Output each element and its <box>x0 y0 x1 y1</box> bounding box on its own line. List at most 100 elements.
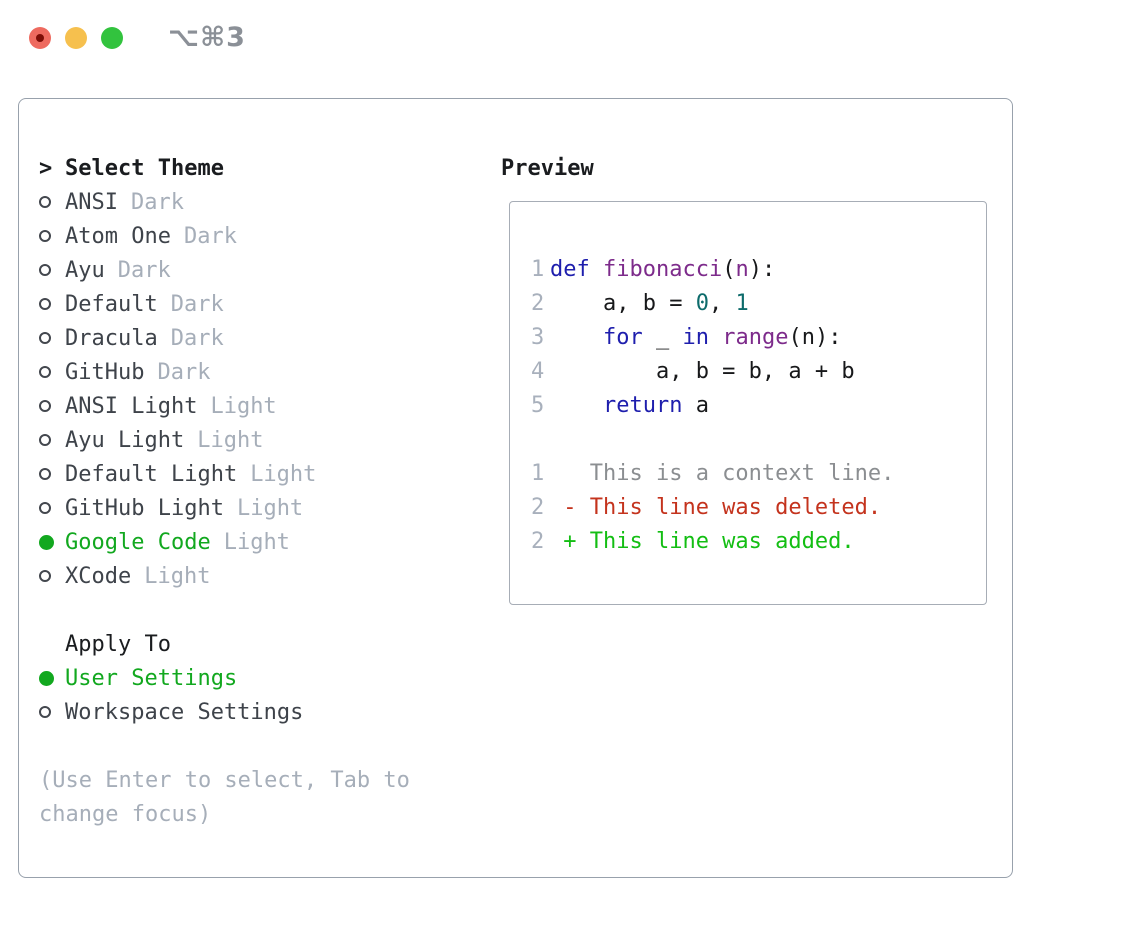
apply-option[interactable]: User Settings <box>39 661 410 695</box>
radio-ring-icon <box>39 196 51 208</box>
theme-variant: Light <box>236 495 304 521</box>
minimize-button[interactable] <box>65 27 87 49</box>
selected-radio-icon <box>39 670 65 686</box>
list-gap <box>39 593 410 627</box>
list-gap <box>39 729 410 763</box>
diff-line-context: 1 This is a context line. <box>531 456 986 490</box>
help-text-line: change focus) <box>39 801 212 827</box>
titlebar: ⌥⌘3 <box>0 0 1140 76</box>
code-token: , <box>708 290 736 316</box>
theme-variant: Dark <box>157 359 211 385</box>
code-token: 1 <box>735 290 749 316</box>
theme-variant: Light <box>197 427 264 453</box>
code-token: ( <box>722 256 736 282</box>
theme-variant: Light <box>250 461 317 487</box>
theme-variant: Light <box>144 563 211 589</box>
line-number: 2 <box>531 290 545 316</box>
apply-option[interactable]: Workspace Settings <box>39 695 410 729</box>
code-token: a <box>682 392 709 418</box>
theme-variant: Dark <box>170 325 224 351</box>
apply-to-header: Apply To <box>39 627 410 661</box>
code-text: return a <box>550 393 709 418</box>
code-line: 2 a, b = 0, 1 <box>531 286 986 320</box>
zoom-button[interactable] <box>101 27 123 49</box>
radio-icon <box>39 196 65 208</box>
code-token: return <box>602 392 683 418</box>
code-token: a, b = b, a + b <box>550 358 855 384</box>
radio-icon <box>39 298 65 310</box>
theme-list-title: Select Theme <box>65 155 224 181</box>
apply-to-label: Apply To <box>65 631 171 657</box>
theme-variant: Light <box>223 529 290 555</box>
close-button[interactable] <box>29 27 51 49</box>
code-line: 5 return a <box>531 388 986 422</box>
radio-dot-icon <box>39 670 54 686</box>
code-token: ): <box>748 256 776 282</box>
theme-option[interactable]: Dracula Dark <box>39 321 410 355</box>
line-number: 5 <box>531 392 545 418</box>
theme-name: Atom One <box>65 223 171 249</box>
theme-name: Dracula <box>65 325 158 351</box>
preview-title: Preview <box>501 155 594 181</box>
radio-ring-icon <box>39 230 51 242</box>
radio-ring-icon <box>39 366 51 378</box>
radio-ring-icon <box>39 264 51 276</box>
help-text: (Use Enter to select, Tab to <box>39 763 410 797</box>
radio-ring-icon <box>39 332 51 344</box>
theme-variant: Dark <box>130 189 184 215</box>
line-number: 2 <box>531 494 545 520</box>
code-line: 3 for _ in range(n): <box>531 320 986 354</box>
radio-ring-icon <box>39 298 51 310</box>
diff-text: + This line was added. <box>550 528 855 554</box>
theme-option[interactable]: Atom One Dark <box>39 219 410 253</box>
theme-list-header: > Select Theme <box>39 151 410 185</box>
diff-line-deleted: 2 - This line was deleted. <box>531 490 986 524</box>
theme-variant: Dark <box>117 257 171 283</box>
theme-variant: Dark <box>183 223 237 249</box>
theme-name: ANSI Light <box>65 393 198 419</box>
apply-option-name: Workspace Settings <box>65 699 304 725</box>
theme-name: Default <box>65 291 158 317</box>
code-token <box>550 325 603 350</box>
help-text-line: (Use Enter to select, Tab to <box>39 767 410 793</box>
code-token: fibonacci <box>603 256 723 282</box>
radio-icon <box>39 502 65 514</box>
radio-dot-icon <box>39 534 54 550</box>
code-line: 4 a, b = b, a + b <box>531 354 986 388</box>
code-token: a, b = <box>550 290 696 316</box>
list-cursor-icon: > <box>39 156 65 181</box>
radio-ring-icon <box>39 706 51 718</box>
cursor-caret-icon: > <box>39 155 53 181</box>
code-token: in <box>682 324 709 350</box>
radio-icon <box>39 332 65 344</box>
code-token <box>550 393 603 418</box>
code-token: (n): <box>788 324 842 350</box>
diff-text: This is a context line. <box>550 460 895 486</box>
code-token: n <box>735 256 749 282</box>
code-token: range <box>722 324 789 350</box>
code-text: def fibonacci(n): <box>550 257 775 282</box>
radio-icon <box>39 706 65 718</box>
radio-icon <box>39 400 65 412</box>
code-token: _ <box>642 324 683 350</box>
radio-icon <box>39 434 65 446</box>
code-token <box>709 325 722 350</box>
code-token <box>590 257 603 282</box>
line-number: 2 <box>531 528 545 554</box>
close-dot-icon <box>36 34 44 42</box>
diff-text: - This line was deleted. <box>550 494 882 520</box>
diff-line-added: 2 + This line was added. <box>531 524 986 558</box>
radio-ring-icon <box>39 400 51 412</box>
line-number: 1 <box>531 460 545 486</box>
